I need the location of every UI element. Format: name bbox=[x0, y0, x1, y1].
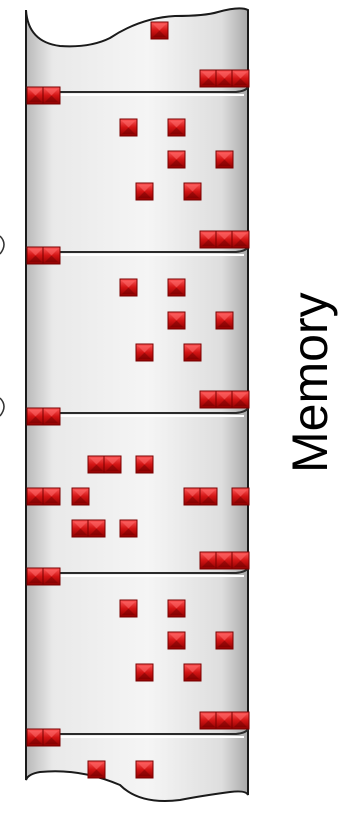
memory-cell bbox=[184, 183, 201, 200]
memory-cell bbox=[216, 70, 233, 87]
memory-cell bbox=[200, 488, 217, 505]
memory-cell bbox=[43, 408, 60, 425]
memory-cell bbox=[27, 87, 44, 104]
memory-cell bbox=[43, 729, 60, 746]
memory-cell bbox=[43, 488, 60, 505]
memory-cell bbox=[232, 712, 249, 729]
memory-cell bbox=[43, 247, 60, 264]
memory-cell bbox=[120, 279, 137, 296]
memory-cell bbox=[136, 183, 153, 200]
memory-cell bbox=[72, 520, 89, 537]
memory-cell bbox=[27, 408, 44, 425]
memory-cell bbox=[200, 712, 217, 729]
memory-cell bbox=[88, 761, 105, 778]
memory-cell bbox=[232, 391, 249, 408]
memory-cell bbox=[200, 552, 217, 569]
memory-cell bbox=[184, 664, 201, 681]
memory-cell bbox=[88, 520, 105, 537]
memory-cell bbox=[200, 391, 217, 408]
memory-cell bbox=[151, 22, 168, 39]
memory-cell bbox=[200, 70, 217, 87]
memory-cell bbox=[88, 456, 105, 473]
memory-cell bbox=[216, 552, 233, 569]
memory-cell bbox=[136, 761, 153, 778]
memory-cell bbox=[200, 231, 217, 248]
memory-cell bbox=[184, 488, 201, 505]
memory-cell bbox=[168, 119, 185, 136]
memory-cell bbox=[168, 151, 185, 168]
memory-cell bbox=[232, 552, 249, 569]
memory-cell bbox=[216, 312, 233, 329]
memory-cell bbox=[43, 568, 60, 585]
memory-cell bbox=[104, 456, 121, 473]
pointer-tick-2 bbox=[0, 398, 4, 416]
memory-cell bbox=[120, 600, 137, 617]
memory-cell bbox=[232, 70, 249, 87]
memory-cell bbox=[27, 247, 44, 264]
memory-label: Memory bbox=[280, 353, 340, 473]
memory-cell bbox=[136, 344, 153, 361]
memory-cell bbox=[120, 119, 137, 136]
memory-cell bbox=[168, 632, 185, 649]
memory-cell bbox=[72, 488, 89, 505]
memory-cell bbox=[168, 279, 185, 296]
memory-cell bbox=[136, 664, 153, 681]
memory-cell bbox=[136, 456, 153, 473]
memory-cell bbox=[216, 391, 233, 408]
memory-cell bbox=[168, 600, 185, 617]
memory-cell bbox=[168, 312, 185, 329]
memory-cell bbox=[216, 712, 233, 729]
memory-cell bbox=[216, 632, 233, 649]
memory-cell bbox=[232, 488, 249, 505]
memory-cell bbox=[43, 87, 60, 104]
memory-cell bbox=[120, 520, 137, 537]
memory-cell bbox=[216, 151, 233, 168]
memory-cell bbox=[27, 568, 44, 585]
memory-cell bbox=[232, 231, 249, 248]
memory-cell bbox=[216, 231, 233, 248]
memory-cell bbox=[184, 344, 201, 361]
pointer-tick-1 bbox=[0, 236, 4, 254]
memory-cell bbox=[27, 488, 44, 505]
memory-cell bbox=[27, 729, 44, 746]
